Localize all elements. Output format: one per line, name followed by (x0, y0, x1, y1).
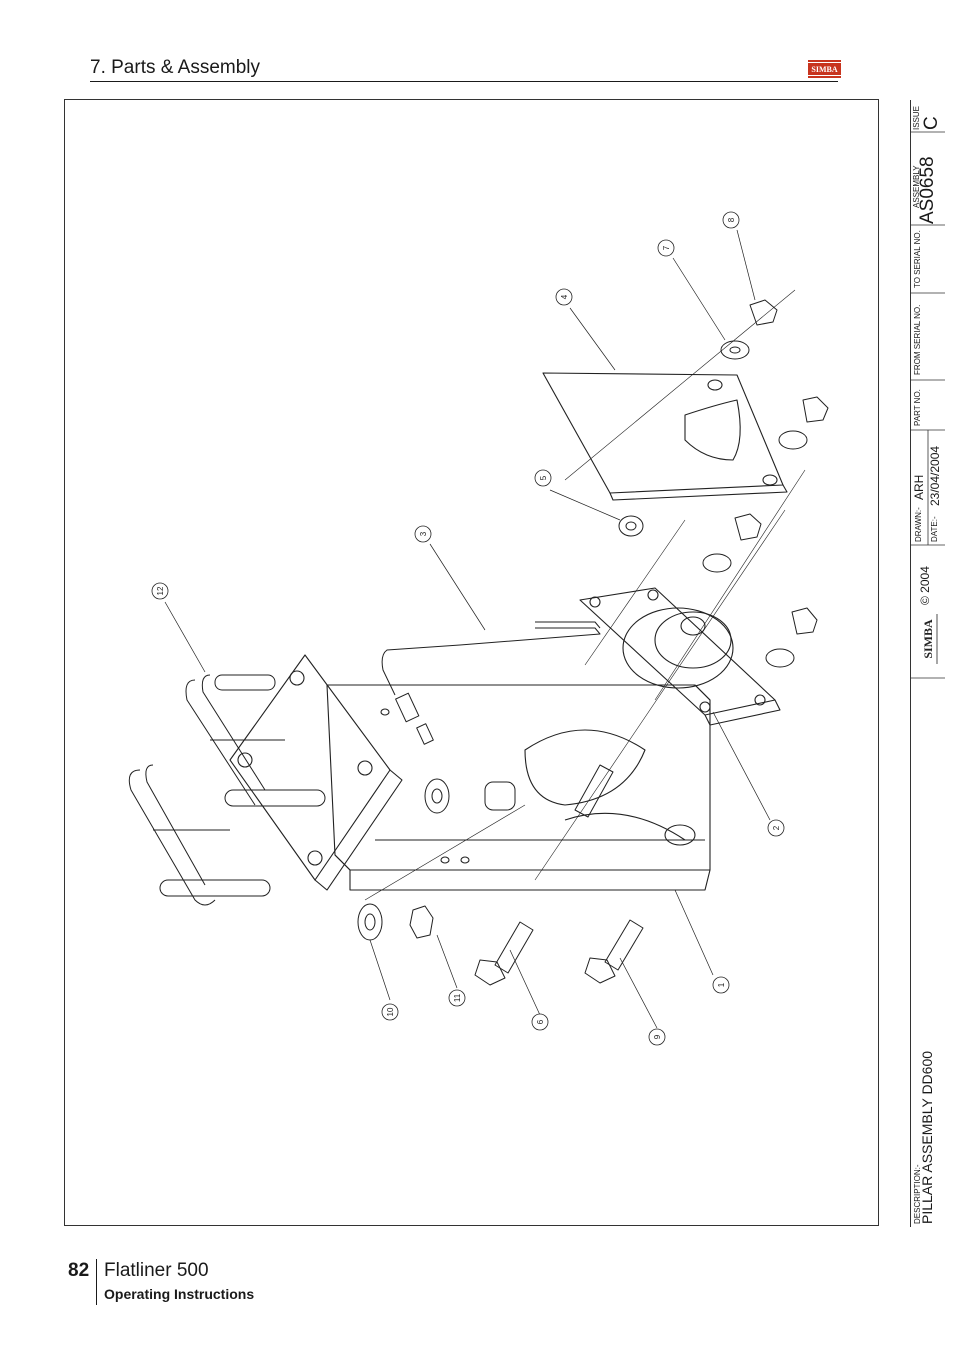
simba-logo: SIMBA (808, 60, 841, 78)
callout-2: 2 (772, 825, 781, 830)
section-title: 7. Parts & Assembly (90, 57, 261, 78)
callout-4: 4 (560, 294, 569, 299)
callout-1: 1 (717, 982, 726, 987)
svg-text:SIMBA: SIMBA (811, 65, 837, 74)
part-no-caption: PART NO. (913, 389, 922, 426)
u-tubes (128, 674, 326, 906)
mounting-plate (153, 654, 403, 891)
callout-7: 7 (662, 245, 671, 250)
copyright: © 2004 (918, 566, 932, 605)
simba-logo-small: SIMBA (921, 614, 938, 664)
footer-divider (96, 1259, 97, 1305)
callout-9: 9 (653, 1034, 662, 1039)
drawing-frame: 12 3 4 5 7 8 2 1 10 11 6 9 (64, 99, 945, 1227)
product-name: Flatliner 500 (104, 1260, 209, 1281)
page-number: 82 (68, 1260, 90, 1281)
bearing-housing (579, 587, 781, 726)
from-serial-caption: FROM SERIAL NO. (913, 304, 922, 375)
title-block: ISSUE C ASSEMBLY AS0658 TO SERIAL NO. FR… (910, 100, 945, 1227)
callout-6: 6 (536, 1019, 545, 1024)
grease-line (381, 621, 601, 745)
callout-12: 12 (156, 586, 165, 595)
date-caption: DATE:- (930, 516, 939, 542)
header-divider (90, 81, 838, 82)
title-block-dividers (911, 131, 945, 679)
exploded-assembly-drawing: 12 3 4 5 7 8 2 1 10 11 6 9 (128, 211, 829, 1046)
to-serial-caption: TO SERIAL NO. (913, 230, 922, 288)
assembly-number: AS0658 (917, 156, 938, 224)
issue-caption: ISSUE (912, 105, 921, 130)
fasteners (357, 299, 829, 986)
document-subtitle: Operating Instructions (104, 1286, 255, 1302)
description: PILLAR ASSEMBLY DD600 (919, 1050, 935, 1224)
cover-plate (542, 372, 788, 501)
callout-10: 10 (386, 1007, 395, 1016)
callout-8: 8 (727, 217, 736, 222)
date-value: 23/04/2004 (928, 445, 942, 506)
callout-11: 11 (453, 993, 462, 1002)
pillar-beam (326, 684, 711, 891)
callout-5: 5 (539, 475, 548, 480)
simba-logo-small-text: SIMBA (921, 619, 935, 659)
drawn-value: ARH (912, 474, 926, 500)
issue-value: C (921, 116, 942, 130)
callout-3: 3 (419, 531, 428, 536)
drawn-caption: DRAWN:- (914, 507, 923, 542)
